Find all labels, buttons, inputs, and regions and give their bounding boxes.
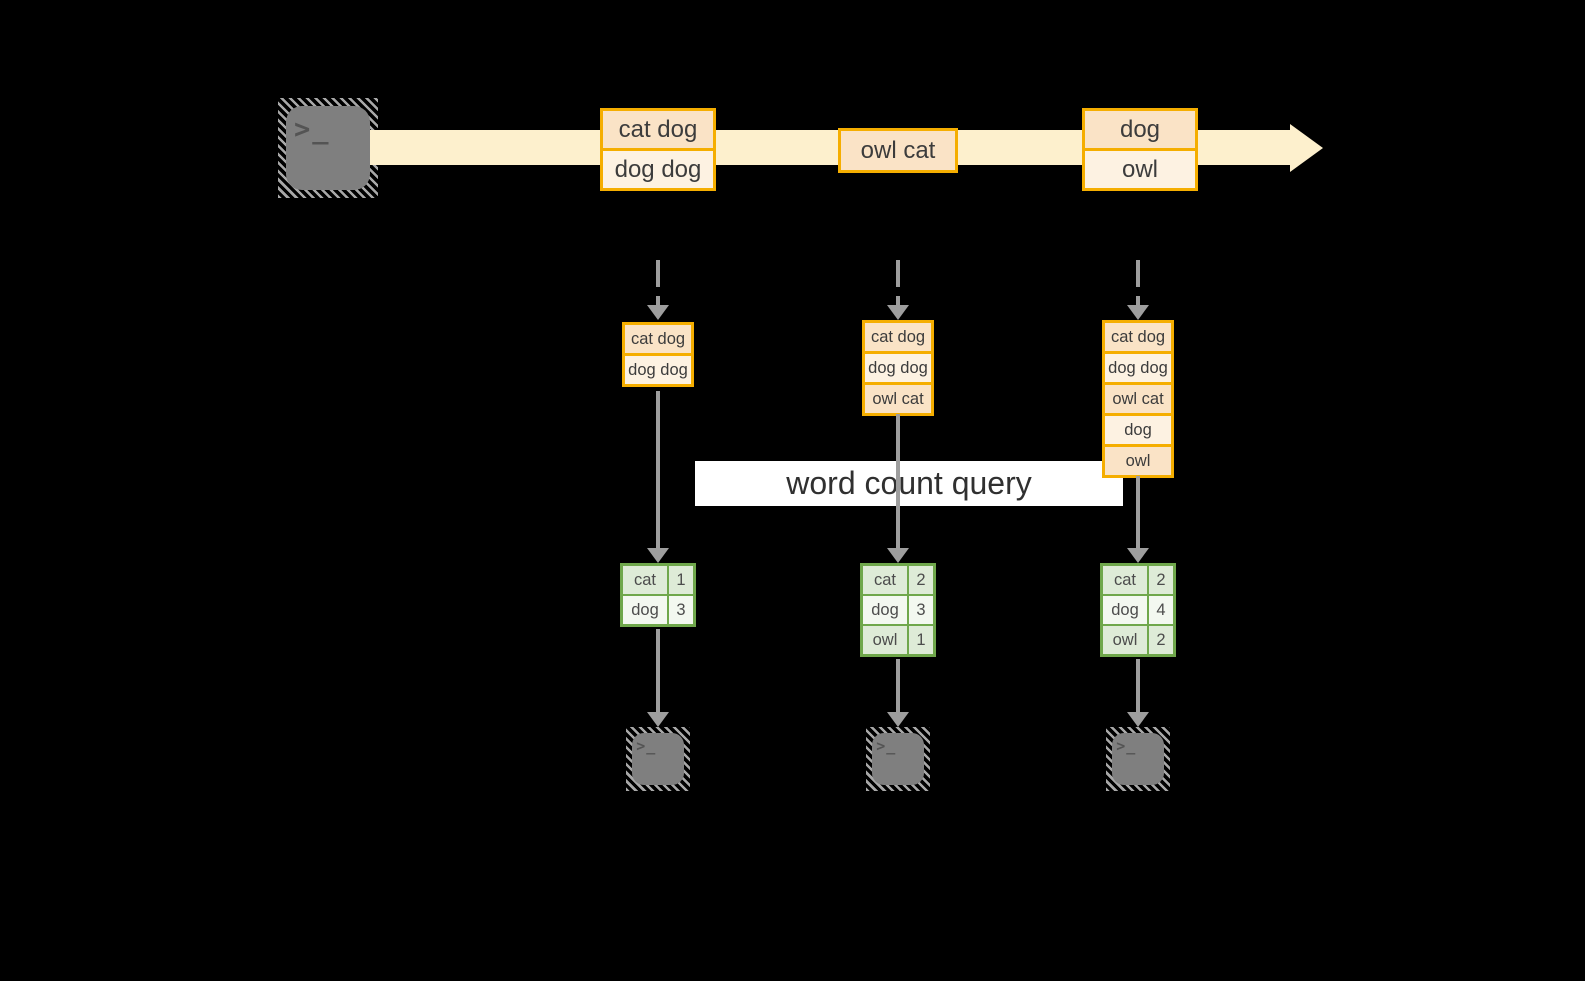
sink-terminal-icon: >_ [1106,727,1170,791]
query-arrow-1 [647,391,669,563]
sink-arrow-2 [887,659,909,727]
word-cell: dog [623,596,667,624]
record: owl [1105,444,1171,475]
record: owl cat [865,382,931,413]
word-cell: owl [1103,626,1147,654]
query-label: word count query [695,461,1123,506]
arrow-stem [656,629,660,714]
terminal-screen [872,733,924,785]
stream-batch-1: cat dog dog dog [600,108,716,191]
terminal-prompt-icon: >_ [1116,737,1137,756]
count-table-1: cat 1 dog 3 [620,563,696,627]
arrow-stem [896,260,900,307]
count-table-3: cat 2 dog 4 owl 2 [1100,563,1176,657]
arrowhead-icon [887,548,909,563]
word-cell: cat [623,566,667,594]
sink-arrow-1 [647,629,669,727]
stream-record: owl [1085,148,1195,188]
micro-batch-2: cat dog dog dog owl cat [862,320,934,416]
record: dog dog [1105,351,1171,382]
count-cell: 2 [909,566,933,594]
record: cat dog [1105,323,1171,351]
trigger-arrow-3 [1127,260,1149,320]
terminal-prompt-icon: >_ [876,737,897,756]
record: owl cat [1105,382,1171,413]
record: cat dog [865,323,931,351]
trigger-arrow-2 [887,260,909,320]
micro-batch-1: cat dog dog dog [622,322,694,387]
sink-terminal-icon: >_ [626,727,690,791]
stream-batch-2: owl cat [838,128,958,173]
arrowhead-icon [887,712,909,727]
arrow-stem [1136,476,1140,550]
count-cell: 2 [1149,566,1173,594]
count-cell: 1 [669,566,693,594]
stream-arrowhead-icon [1290,124,1323,172]
record: dog dog [865,351,931,382]
stream-record: cat dog [603,111,713,148]
terminal-screen [632,733,684,785]
terminal-prompt-icon: >_ [294,114,331,145]
count-cell: 3 [909,596,933,624]
stream-batch-3: dog owl [1082,108,1198,191]
word-cell: owl [863,626,907,654]
arrowhead-icon [647,712,669,727]
source-terminal-icon: >_ [278,98,378,198]
micro-batch-3: cat dog dog dog owl cat dog owl [1102,320,1174,478]
arrow-stem [656,260,660,307]
count-cell: 4 [1149,596,1173,624]
arrowhead-icon [1127,712,1149,727]
record: dog [1105,413,1171,444]
stream-record: owl cat [841,131,955,170]
terminal-screen [286,106,370,190]
sink-arrow-3 [1127,659,1149,727]
arrow-stem [656,391,660,550]
count-cell: 3 [669,596,693,624]
word-cell: dog [1103,596,1147,624]
word-cell: cat [1103,566,1147,594]
word-cell: dog [863,596,907,624]
arrow-stem [896,414,900,550]
arrowhead-icon [887,305,909,320]
arrowhead-icon [1127,548,1149,563]
count-cell: 2 [1149,626,1173,654]
record: dog dog [625,353,691,384]
sink-terminal-icon: >_ [866,727,930,791]
arrowhead-icon [1127,305,1149,320]
arrow-stem [1136,260,1140,307]
arrowhead-icon [647,548,669,563]
arrow-stem [896,659,900,714]
count-table-2: cat 2 dog 3 owl 1 [860,563,936,657]
trigger-arrow-1 [647,260,669,320]
arrow-stem [1136,659,1140,714]
stream-record: dog [1085,111,1195,148]
terminal-screen [1112,733,1164,785]
query-arrow-3 [1127,476,1149,563]
record: cat dog [625,325,691,353]
count-cell: 1 [909,626,933,654]
stream-record: dog dog [603,148,713,188]
query-arrow-2 [887,414,909,563]
word-cell: cat [863,566,907,594]
arrowhead-icon [647,305,669,320]
terminal-prompt-icon: >_ [636,737,657,756]
